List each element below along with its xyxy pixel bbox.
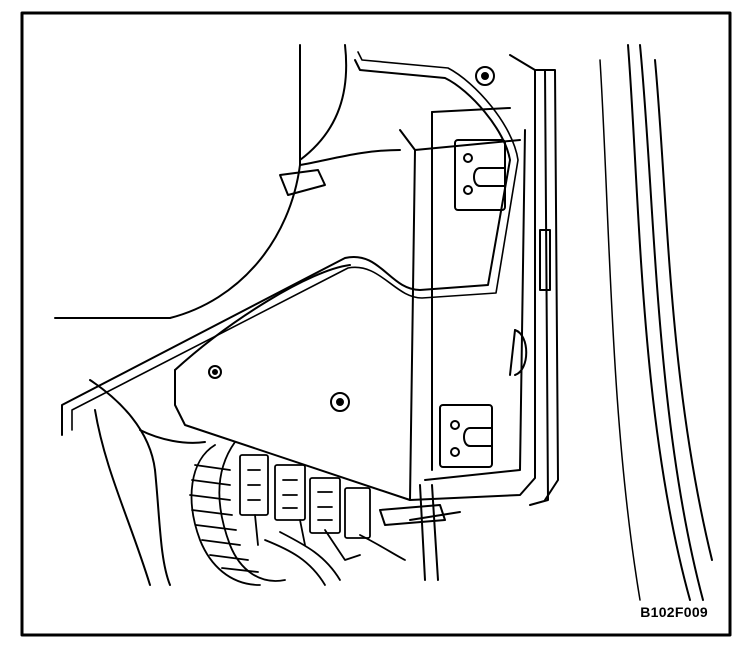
dashboard-trim — [54, 44, 401, 586]
housing-bolts — [208, 66, 495, 412]
wiring-harness — [189, 441, 406, 586]
upper-mount-plate — [454, 139, 506, 211]
lower-mount-plate — [439, 404, 493, 468]
body-pillar — [599, 44, 713, 601]
module-bracket — [174, 54, 559, 506]
figure-border — [20, 11, 732, 637]
figure-code: B102F009 — [640, 604, 708, 620]
bottom-tab — [379, 484, 461, 581]
side-connector — [509, 329, 528, 376]
locating-rod — [61, 51, 519, 436]
